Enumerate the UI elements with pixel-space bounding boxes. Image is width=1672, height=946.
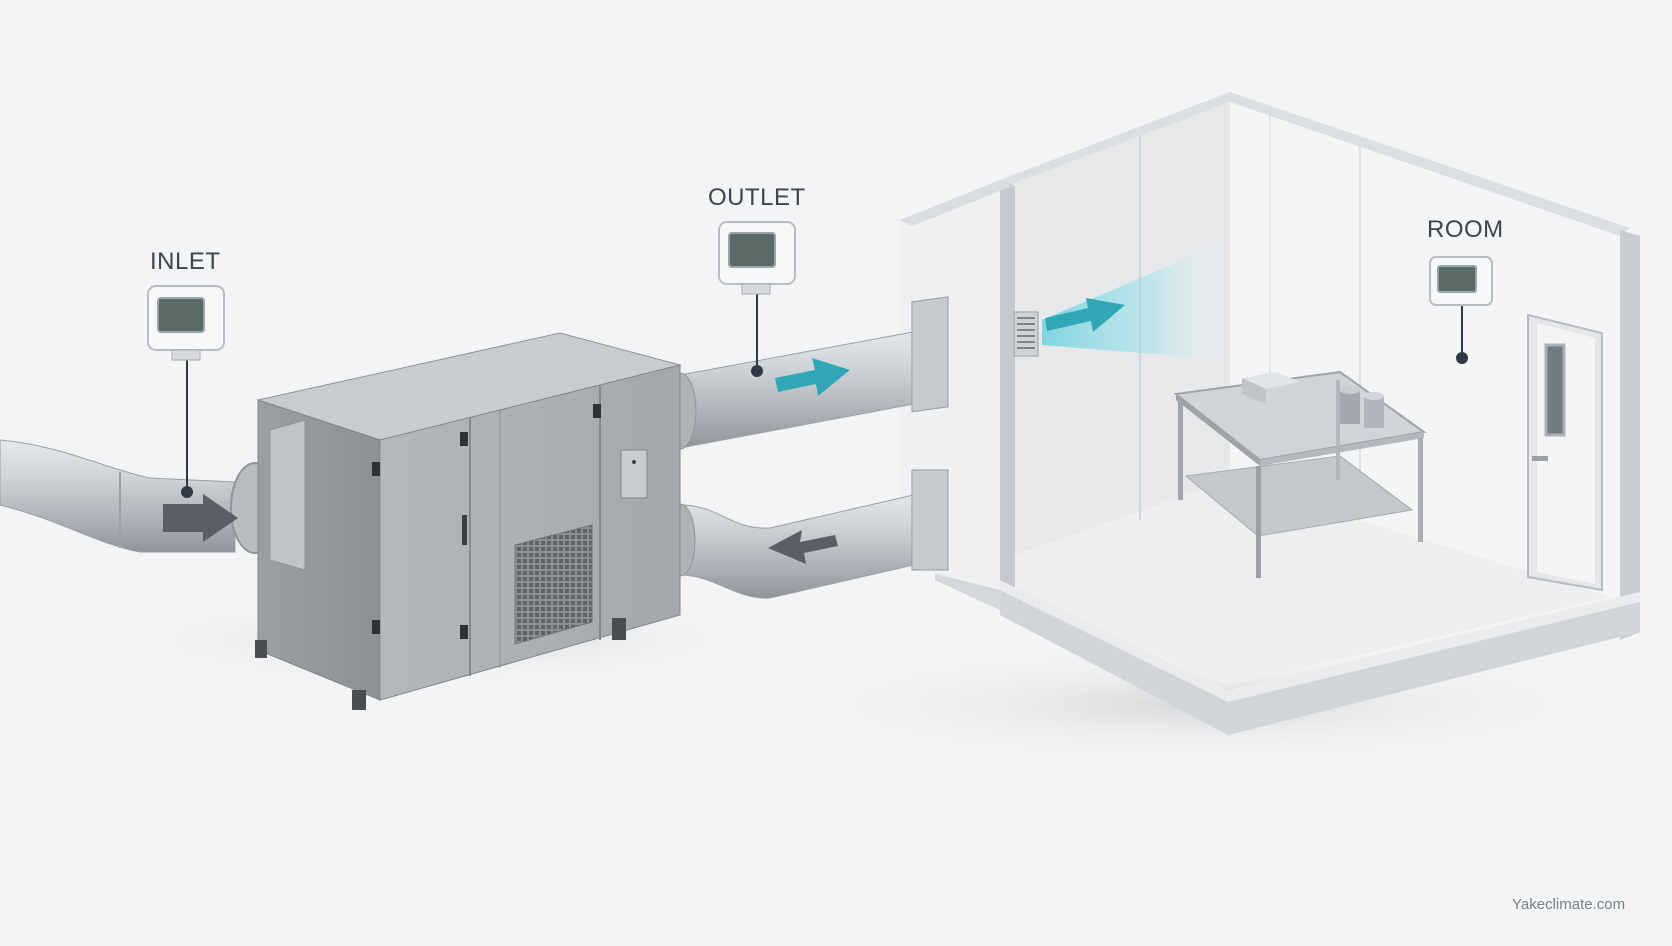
room-sensor-icon	[1429, 256, 1493, 306]
inlet-flow-arrow-icon	[163, 494, 238, 542]
inlet-sensor	[147, 285, 225, 498]
return-flow-arrow-icon	[768, 530, 838, 564]
room-label: ROOM	[1427, 216, 1504, 243]
room-door	[1527, 313, 1603, 592]
inlet-label: INLET	[150, 248, 221, 275]
clean-room	[900, 92, 1640, 735]
stainless-table	[1173, 370, 1427, 578]
supply-flow-arrow-icon	[775, 358, 850, 396]
room-airflow-arrow-icon	[1045, 298, 1125, 332]
room-airflow	[1042, 240, 1230, 360]
air-handling-unit	[255, 332, 682, 710]
outlet-label: OUTLET	[708, 184, 806, 211]
room-sensor	[1429, 256, 1493, 364]
watermark: Yakeclimate.com	[1512, 896, 1626, 913]
outlet-sensor	[718, 221, 796, 377]
inlet-sensor-icon	[147, 285, 225, 361]
outlet-sensor-icon	[718, 221, 796, 295]
